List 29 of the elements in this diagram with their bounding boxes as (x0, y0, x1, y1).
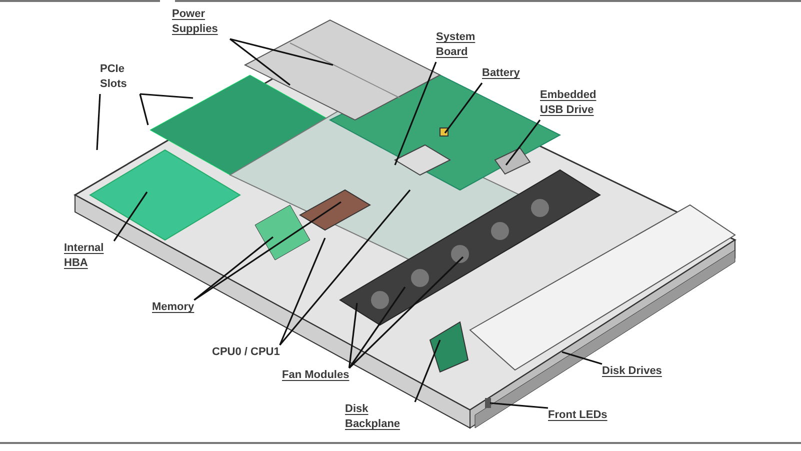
leader-line (230, 38, 290, 86)
callout-label: Fan Modules (282, 368, 350, 383)
leader-line (348, 286, 406, 368)
leader-line (348, 302, 358, 368)
leader-line (279, 238, 326, 346)
callout-label: Memory (152, 300, 194, 315)
leader-line (113, 192, 148, 242)
leader-line (194, 236, 274, 301)
callout-label: Disk Backplane (345, 402, 415, 432)
leader-line (279, 189, 411, 346)
leader-line (490, 402, 548, 409)
callout-label: Embedded USB Drive (540, 88, 610, 118)
callout-label: Internal HBA (64, 241, 114, 271)
leader-line (230, 38, 334, 66)
callout-label: Disk Drives (602, 364, 662, 379)
leader-line (139, 94, 149, 126)
callout-label: Front LEDs (548, 408, 608, 423)
callout-label: System Board (436, 30, 488, 60)
leader-line (394, 62, 437, 166)
callout-label: Power Supplies (172, 7, 230, 37)
leader-line (562, 351, 602, 365)
leader-line (96, 94, 101, 150)
callout-label: CPU0 / CPU1 (212, 345, 280, 360)
leader-line (348, 256, 464, 369)
callout-label: PCIe Slots (100, 62, 140, 92)
leader-line (194, 201, 342, 301)
leader-line (414, 340, 441, 402)
leader-line (140, 93, 194, 99)
callout-label: Battery (482, 66, 520, 81)
